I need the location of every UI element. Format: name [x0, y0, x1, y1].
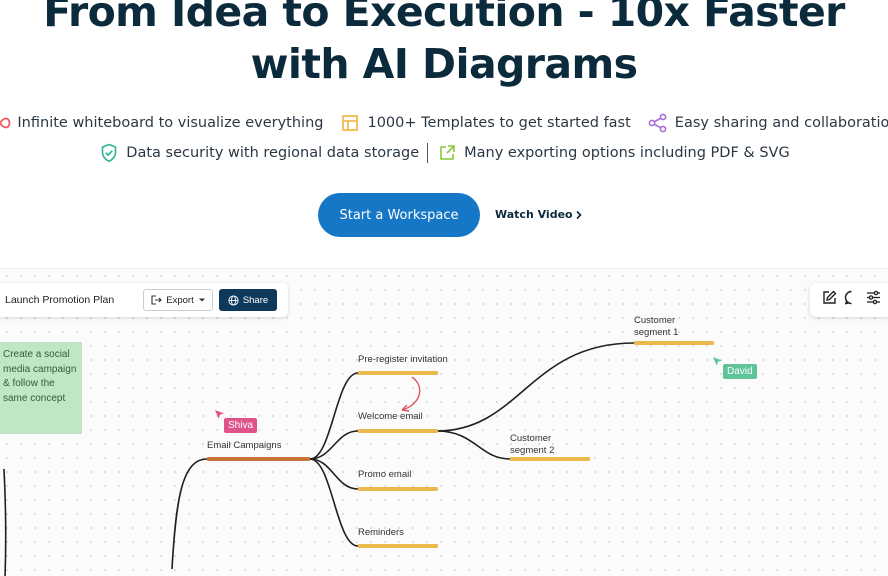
- feature-row-2: Data security with regional data storage…: [0, 142, 888, 164]
- feature-text: 1000+ Templates to get started fast: [367, 115, 631, 131]
- cursor-tag-david: David: [723, 364, 757, 379]
- node-bar: [358, 544, 438, 548]
- feature-text: Easy sharing and collaboration: [674, 115, 888, 131]
- node-customer-segment-2[interactable]: Customer segment 2: [510, 433, 554, 457]
- export-icon: [436, 142, 458, 164]
- node-label-line: Customer: [634, 315, 676, 326]
- node-reminders[interactable]: Reminders: [358, 527, 404, 538]
- doc-title[interactable]: Launch Promotion Plan: [5, 294, 115, 306]
- node-customer-segment-1[interactable]: Customer segment 1: [634, 315, 678, 339]
- cursor-tag-shiva: Shiva: [224, 418, 258, 433]
- node-bar: [358, 429, 438, 433]
- board-right-tools: [810, 283, 888, 317]
- watch-video-link[interactable]: Watch Video: [495, 208, 583, 221]
- node-welcome-email[interactable]: Welcome email: [358, 411, 423, 422]
- feature-templates: 1000+ Templates to get started fast: [339, 112, 631, 134]
- node-promo-email[interactable]: Promo email: [358, 469, 412, 480]
- feature-text: Many exporting options including PDF & S…: [464, 145, 790, 161]
- infinity-icon: [0, 112, 11, 134]
- node-label-line: segment 1: [634, 327, 679, 338]
- shield-check-icon: [98, 142, 120, 164]
- curved-arrow: [401, 376, 421, 411]
- node-email-campaigns[interactable]: Email Campaigns: [207, 440, 282, 451]
- node-label-line: Customer: [510, 433, 552, 444]
- headline-line-2: with AI Diagrams: [250, 40, 638, 88]
- node-bar: [358, 487, 438, 491]
- board-toolbar: Launch Promotion Plan Export Share: [0, 283, 288, 317]
- node-bar: [510, 457, 590, 461]
- sticky-note[interactable]: Create a social media campaign & follow …: [0, 342, 82, 434]
- feature-text: Infinite whiteboard to visualize everyth…: [17, 115, 324, 131]
- node-label-line: segment 2: [510, 445, 555, 456]
- template-icon: [339, 112, 361, 134]
- share-label: Share: [242, 294, 269, 306]
- chevron-right-icon: [576, 210, 582, 219]
- comment-icon[interactable]: [844, 290, 859, 310]
- feature-infinite-whiteboard: Infinite whiteboard to visualize everyth…: [0, 112, 323, 134]
- sliders-icon[interactable]: [866, 290, 881, 310]
- share-button[interactable]: Share: [219, 289, 277, 311]
- mindmap-connectors: [3, 342, 635, 576]
- export-button[interactable]: Export: [143, 289, 213, 311]
- globe-icon: [228, 294, 239, 306]
- feature-row-1: Infinite whiteboard to visualize everyth…: [0, 112, 888, 134]
- node-pre-register[interactable]: Pre-register invitation: [358, 354, 448, 365]
- node-bar-root: [207, 457, 310, 461]
- node-bar: [634, 341, 714, 345]
- headline-line-1: From Idea to Execution - 10x Faster: [43, 0, 845, 36]
- node-bar: [358, 371, 438, 375]
- feature-sharing: Easy sharing and collaboration: [647, 112, 888, 134]
- edit-icon[interactable]: [822, 290, 837, 310]
- export-label: Export: [166, 294, 194, 306]
- caret-down-icon: [198, 298, 205, 302]
- hero-headline: From Idea to Execution - 10x Faster with…: [0, 0, 888, 90]
- divider: [427, 143, 429, 163]
- feature-text: Data security with regional data storage: [126, 145, 420, 161]
- whiteboard-canvas[interactable]: Launch Promotion Plan Export Share Creat…: [0, 268, 888, 576]
- share-icon: [647, 112, 669, 134]
- cursor-icon: [713, 357, 722, 366]
- start-workspace-button[interactable]: Start a Workspace: [318, 193, 480, 237]
- feature-data-security: Data security with regional data storage: [98, 142, 419, 164]
- cursor-icon: [215, 410, 224, 419]
- export-icon: [151, 295, 163, 305]
- watch-video-label: Watch Video: [495, 208, 573, 221]
- feature-exporting: Many exporting options including PDF & S…: [436, 142, 790, 164]
